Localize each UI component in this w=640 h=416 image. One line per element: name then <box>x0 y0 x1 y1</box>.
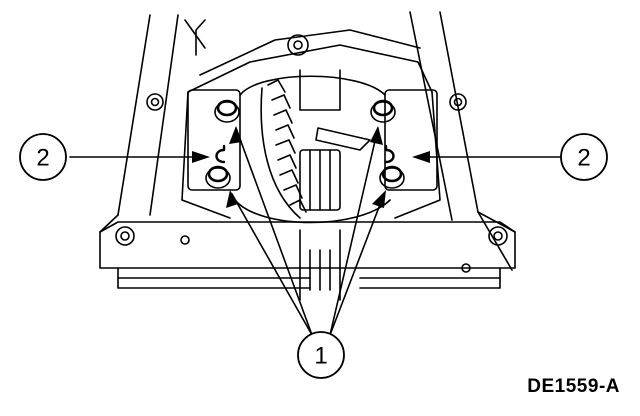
callout-2-left: 2 <box>19 133 67 181</box>
callout-2-right-label: 2 <box>577 145 590 172</box>
ring-gear <box>260 79 371 301</box>
arrowheads-2 <box>192 151 430 163</box>
callout-1-label: 1 <box>314 343 327 370</box>
callout-1: 1 <box>297 331 345 379</box>
callout-2-left-label: 2 <box>36 145 49 172</box>
bearing-adjusters <box>205 99 405 189</box>
leader-lines-1 <box>231 127 385 336</box>
fixture-bolts <box>115 34 508 273</box>
figure-id: DE1559-A <box>527 376 620 397</box>
callout-2-right: 2 <box>560 133 608 181</box>
arrowheads-1 <box>226 126 386 208</box>
differential-housing <box>181 19 441 224</box>
adjuster-locks <box>215 144 395 164</box>
